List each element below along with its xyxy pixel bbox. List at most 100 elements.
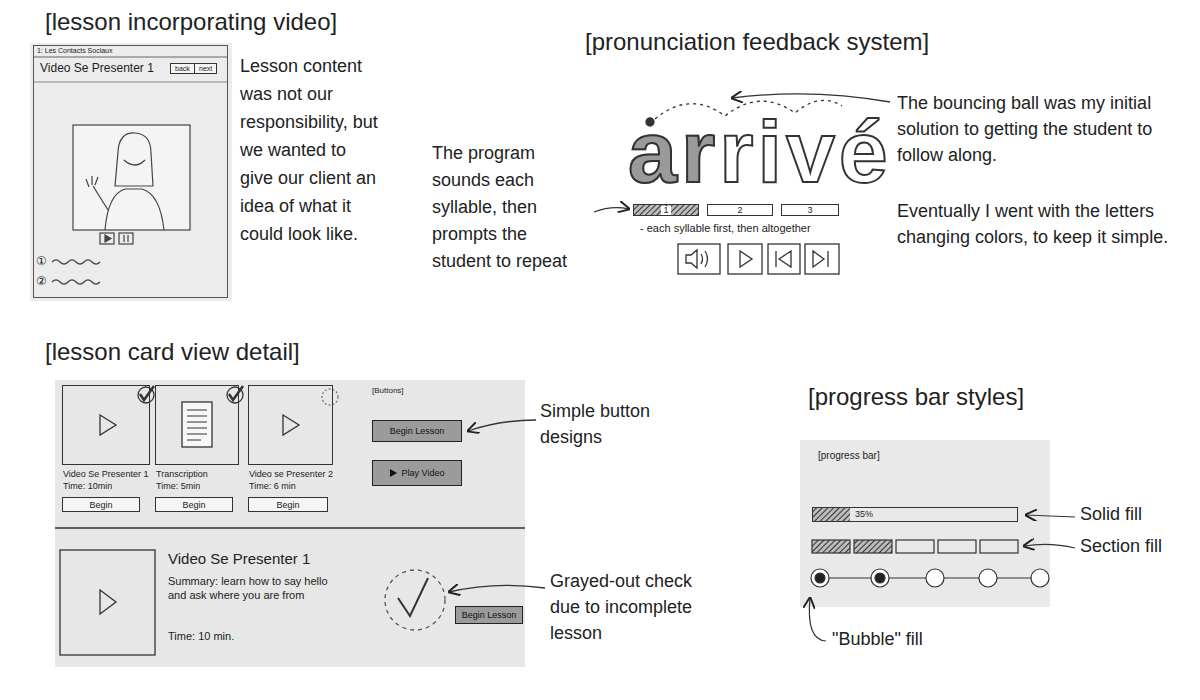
card-view-drawing-part [385,570,445,630]
lesson-summary: Summary: learn how to say hello and ask … [168,574,338,602]
annotation: Grayed-out check due to incomplete lesso… [550,568,718,646]
wireframe-window: 1: Les Contacts SociauxVideo Se Presente… [33,45,228,298]
begin-button: Begin [62,497,140,512]
wireframe-drawing-part [105,189,164,230]
progress-drawing-part [811,569,829,587]
pronunciation-drawing-part [732,94,890,102]
card-view-drawing-part [182,402,212,447]
pronunciation-drawing-part [776,251,791,267]
card-view-drawing-part [322,389,338,405]
pronunciation-drawing-part [728,244,762,274]
annotation: Eventually I went with the letters chang… [897,198,1192,250]
card-view-drawing-part [100,415,116,435]
progress-drawing-part [926,569,944,587]
style-label: Section fill [1080,535,1170,557]
pronunciation-drawing-part [701,251,708,267]
style-label: "Bubble" fill [832,629,923,650]
card-view-drawing [55,386,545,655]
photo-grounds-part [800,440,1050,607]
lesson-card-text: Time: 6 min [249,481,296,492]
progress-drawing-part [938,540,976,553]
progress-drawing-part [979,569,997,587]
lesson-button: Begin Lesson [455,606,523,624]
wireframe-window-text: 1: Les Contacts Sociaux [37,47,113,55]
lesson-card-text: Time: 5min [156,481,200,492]
pronunciation-drawing-part [740,251,752,267]
instruction-text: - each syllable first, then altogether [640,222,811,234]
wireframe-drawing-part [124,160,145,165]
progress-drawing-part [809,598,826,641]
progress-drawing-part [896,540,934,553]
lesson-card: Video Se Presenter 1Time: 10min [62,385,150,465]
card-view-drawing-part [398,578,428,616]
annotation: Lesson content was not our responsibilit… [240,52,380,248]
wireframe-drawing-part [100,233,114,244]
syllable-segment-text: 1 [661,206,670,215]
card-view-drawing-part [138,387,154,403]
wireframe-drawing-part [115,133,153,186]
progress-drawing-part [854,540,892,553]
begin-button-text: Begin [182,500,205,510]
wireframe-drawing-part [105,235,111,242]
panel-label: [Buttons] [372,386,404,395]
lesson-time: Time: 10 min. [168,630,234,642]
lesson-card: Video se Presenter 2Time: 6 min [248,385,333,465]
card-view-drawing-part [60,550,155,655]
wireframe-drawing-part [119,233,133,244]
section-heading: [lesson card view detail] [45,338,300,366]
progress-drawing-part [815,573,825,583]
list-number: ② [36,274,47,288]
pronunciation-drawing-part [768,244,800,274]
begin-button-text: Begin [276,500,299,510]
progress-drawing-part [1024,544,1075,548]
photo-grounds-part [55,380,525,667]
syllable-segment-text: 3 [805,206,814,215]
pronunciation-drawing-part [678,244,720,274]
wireframe-drawing-part [124,235,128,242]
section-heading: [lesson incorporating video] [45,8,337,36]
style-label: Solid fill [1080,504,1142,525]
nav-button-text: next [199,65,212,72]
section-heading: [progress bar styles] [808,383,1024,411]
card-view-drawing-part [468,420,536,431]
card-view-drawing-part [229,386,243,400]
card-view-drawing-part [187,410,207,440]
wireframe-drawing-part [52,260,100,264]
card-view-drawing-part [140,386,154,400]
begin-button-text: Begin [89,500,112,510]
lesson-card-text: Video se Presenter 2 [249,469,333,480]
video-button-text: Play Video [402,468,445,478]
wireframe-drawing-part [73,125,190,230]
lesson-card-text: Transcription [156,469,208,480]
lesson-card-text: Time: 10min [63,481,112,492]
wireframe-drawing-part [34,81,227,82]
pronunciation-word: arrivé [628,108,892,196]
progress-drawing-part [980,540,1018,553]
annotation: The bouncing ball was my initial solutio… [897,90,1187,168]
syllable-segment: 2 [707,204,773,216]
nav-button: back [170,63,195,74]
panel-label: [progress bar] [818,450,880,461]
pronunciation-drawing-part [594,208,629,212]
card-view-drawing-part [55,527,525,528]
syllable-segment: 1 [633,204,699,216]
annotation: Simple button designs [540,398,680,450]
annotation: The program sounds each syllable, then p… [432,140,587,275]
photo-grounds-part [30,43,232,301]
nav-button: next [194,63,217,74]
wireframe-drawing-part [93,186,108,210]
section-heading: [pronunciation feedback system] [585,28,929,56]
video-button: Play Video [372,460,462,486]
lesson-card-text: Video Se Presenter 1 [63,469,148,480]
progress-drawing-part [1026,515,1075,517]
progress-drawing-part [871,569,889,587]
lesson-button: Begin Lesson [372,420,462,442]
wireframe-drawing-part [86,176,98,187]
syllable-segment-text: 2 [735,206,744,215]
wireframe-drawing-part [52,280,100,284]
card-view-drawing-part [227,387,243,403]
lesson-title: Video Se Presenter 1 [168,550,310,567]
progress-drawing-part [812,540,850,553]
pronunciation-drawing-part [633,204,699,216]
progress-drawing-part [875,573,885,583]
